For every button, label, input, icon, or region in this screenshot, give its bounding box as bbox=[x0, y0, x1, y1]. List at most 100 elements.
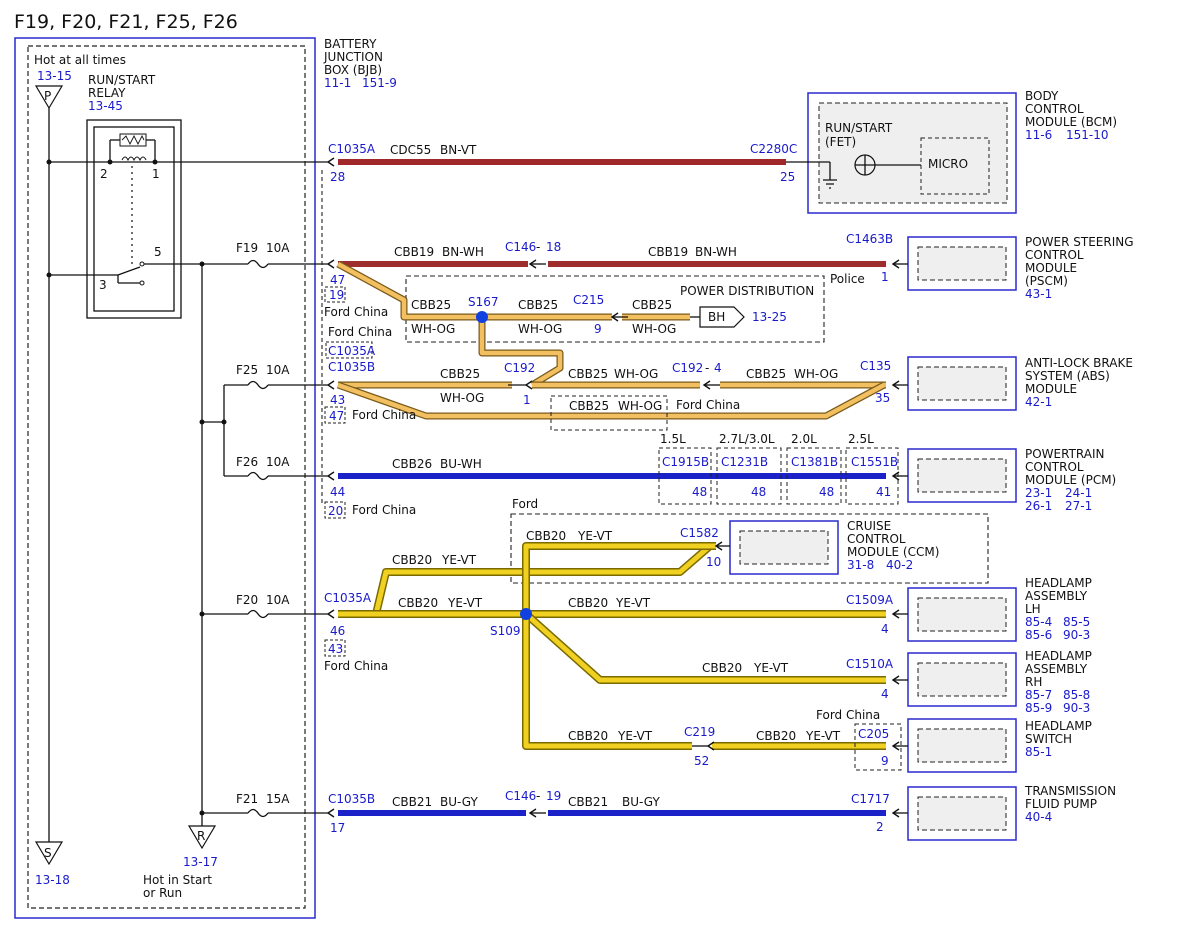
abs-pin-right: 35 bbox=[875, 391, 890, 405]
hl-sw-inline-pin: 52 bbox=[694, 754, 709, 768]
wire-cbb20-ccm bbox=[523, 543, 716, 614]
pcm-variant-1-conn: C1915B bbox=[662, 455, 709, 469]
ccm-inner bbox=[739, 530, 829, 565]
hl-lh-title-3: LH bbox=[1025, 602, 1041, 616]
hl-rh-ref-1: 85-7 bbox=[1025, 688, 1052, 702]
relay-coil-zigzag bbox=[121, 134, 145, 146]
abs-box bbox=[907, 356, 1017, 411]
fuse-f21-rating: 15A bbox=[266, 792, 290, 806]
hl-lh-inner bbox=[917, 597, 1007, 632]
wire-cbb25-s167-branch-fill bbox=[336, 262, 482, 320]
fuse-f21-symbol bbox=[247, 808, 269, 818]
relay-inner bbox=[93, 126, 175, 312]
ccm-ford: Ford bbox=[512, 497, 538, 511]
bcm-color: BN-VT bbox=[440, 143, 477, 157]
junction-p-bus bbox=[46, 159, 52, 165]
abs-title-1: ANTI-LOCK BRAKE bbox=[1025, 356, 1133, 370]
s-triangle bbox=[34, 841, 64, 866]
bcm-title-3: MODULE (BCM) bbox=[1025, 115, 1117, 129]
abs-ref: 42-1 bbox=[1025, 395, 1052, 409]
pcm-variant-3-box bbox=[786, 447, 842, 505]
hl-lh-circuit: CBB20 bbox=[568, 596, 608, 610]
pd-color-2: WH-OG bbox=[518, 322, 562, 336]
fuse-f19: F19 10A bbox=[236, 241, 335, 269]
hl-sw-ref: 85-1 bbox=[1025, 745, 1052, 759]
pcm-ref-1: 23-1 bbox=[1025, 486, 1052, 500]
hl-rh-color: YE-VT bbox=[753, 661, 789, 675]
bcm-circuit: CDC55 bbox=[390, 143, 431, 157]
relay-coil-winding bbox=[121, 156, 147, 162]
junction-f20 bbox=[199, 611, 205, 617]
abs-inline-b: C192 bbox=[672, 361, 703, 375]
r-label: R bbox=[197, 829, 205, 843]
pcm-variant-1: 1.5L C1915B 48 bbox=[658, 432, 712, 505]
bcm-title-1: BODY bbox=[1025, 89, 1059, 103]
bcm-fet: (FET) bbox=[825, 135, 856, 149]
bcm-micro: MICRO bbox=[928, 157, 968, 171]
junction-relay-2 bbox=[107, 159, 113, 165]
ccm-title-2: CONTROL bbox=[847, 532, 906, 546]
hl-pin-left: 46 bbox=[330, 624, 345, 638]
power-dist-label: POWER DISTRIBUTION bbox=[680, 284, 814, 298]
abs-title-2: SYSTEM (ABS) bbox=[1025, 369, 1110, 383]
ccm-ref-1: 31-8 bbox=[847, 558, 874, 572]
pscm-title-4: (PSCM) bbox=[1025, 274, 1068, 288]
relay-pin-5: 5 bbox=[154, 245, 162, 259]
pd-alt-conn-box bbox=[325, 341, 373, 359]
pcm-variant-2-conn: C1231B bbox=[721, 455, 768, 469]
tfp-circuit-a: CBB21 bbox=[392, 795, 432, 809]
bcm-conn-right: C2280C bbox=[750, 142, 797, 156]
hl-alt-pin: 43 bbox=[328, 642, 343, 656]
pscm-conn-right: C1463B bbox=[846, 232, 893, 246]
pd-ford-china: Ford China bbox=[328, 325, 392, 339]
pscm-inline-sep: - bbox=[536, 240, 540, 254]
hl-sw-title-2: SWITCH bbox=[1025, 732, 1072, 746]
ccm-circuit: CBB20 bbox=[526, 529, 566, 543]
relay-pin-2: 2 bbox=[100, 167, 108, 181]
hl-sw-circuit-b: CBB20 bbox=[756, 729, 796, 743]
page-title: F19, F20, F21, F25, F26 bbox=[14, 11, 238, 33]
fuse-f25-rating: 10A bbox=[266, 363, 290, 377]
pscm-circuit-b: CBB19 bbox=[648, 245, 688, 259]
relay-ref: 13-45 bbox=[88, 99, 123, 113]
fuse-f26-name: F26 bbox=[236, 455, 258, 469]
pcm-circuit: CBB26 bbox=[392, 457, 432, 471]
pcm-variant-3-pin: 48 bbox=[819, 485, 834, 499]
pcm-variant-4: 2.5L C1551B 41 bbox=[845, 432, 899, 505]
pscm-inline-pin: 18 bbox=[546, 240, 561, 254]
wire-s167-down-fill bbox=[479, 317, 563, 387]
bcm-pin-left: 28 bbox=[330, 170, 345, 184]
bcm-ref-1: 11-6 bbox=[1025, 128, 1052, 142]
pcm-ref-4: 27-1 bbox=[1065, 499, 1092, 513]
abs-color-b: WH-OG bbox=[614, 367, 658, 381]
pscm-police: Police bbox=[830, 272, 865, 286]
ccm-ref-2: 40-2 bbox=[886, 558, 913, 572]
hl-sw-title-1: HEADLAMP bbox=[1025, 719, 1092, 733]
hl-splice: S109 bbox=[490, 624, 521, 638]
s-ref: 13-18 bbox=[35, 873, 70, 887]
abs-inline-b-pin: 4 bbox=[714, 361, 722, 375]
hl-up-color: YE-VT bbox=[441, 553, 477, 567]
hl-up-circuit: CBB20 bbox=[392, 553, 432, 567]
hot-at-all-times: Hot at all times bbox=[34, 53, 126, 67]
pcm-variant-4-engine: 2.5L bbox=[848, 432, 874, 446]
tfp-inner bbox=[917, 796, 1007, 831]
hl-color-a: YE-VT bbox=[447, 596, 483, 610]
hl-alt-pin-box bbox=[324, 639, 346, 657]
hl-rh-pin: 4 bbox=[881, 687, 889, 701]
tfp-circuit-b: CBB21 bbox=[568, 795, 608, 809]
relay-switch-arm bbox=[117, 266, 141, 276]
tfp-conn-right: C1717 bbox=[851, 792, 890, 806]
hl-rh-conn: C1510A bbox=[846, 657, 894, 671]
hl-rh-title-3: RH bbox=[1025, 675, 1042, 689]
hl-rh-inner bbox=[917, 662, 1007, 697]
tfp-title-2: FLUID PUMP bbox=[1025, 797, 1097, 811]
hl-lh-title-1: HEADLAMP bbox=[1025, 576, 1092, 590]
bjb-title-2: JUNCTION bbox=[323, 50, 383, 64]
relay-pin-1: 1 bbox=[152, 167, 160, 181]
pcm-variant-3: 2.0L C1381B 48 bbox=[786, 432, 842, 505]
pd-splice: S167 bbox=[468, 295, 499, 309]
ye-vt-wires bbox=[338, 542, 886, 750]
junction-f25-riser bbox=[221, 419, 227, 425]
pcm-variant-4-pin: 41 bbox=[876, 485, 891, 499]
